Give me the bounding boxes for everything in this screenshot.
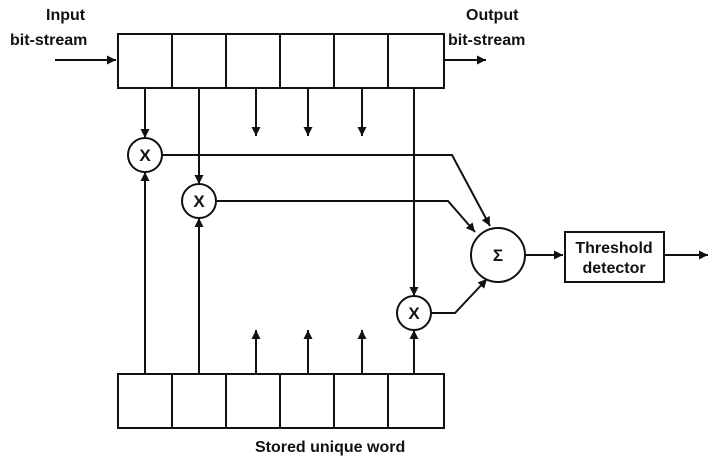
threshold-label-line2: detector <box>582 260 645 277</box>
product-line-2 <box>216 200 476 233</box>
output-label-line2: bit-stream <box>448 32 525 49</box>
product-line-1 <box>162 154 491 227</box>
stored-word-register <box>117 373 445 429</box>
threshold-detector-box <box>564 231 665 283</box>
threshold-label-line1: Threshold <box>575 240 652 257</box>
product-line-6 <box>431 278 488 314</box>
input-label-line1: Input <box>46 7 86 24</box>
multiplier-2-symbol: X <box>193 192 205 211</box>
multiplier-1-symbol: X <box>139 146 151 165</box>
stored-word-label: Stored unique word <box>255 439 405 456</box>
output-label-line1: Output <box>466 7 519 24</box>
input-label-line2: bit-stream <box>10 32 87 49</box>
multiplier-6-symbol: X <box>408 304 420 323</box>
summer-symbol: Σ <box>493 246 503 265</box>
shift-register <box>117 33 445 89</box>
